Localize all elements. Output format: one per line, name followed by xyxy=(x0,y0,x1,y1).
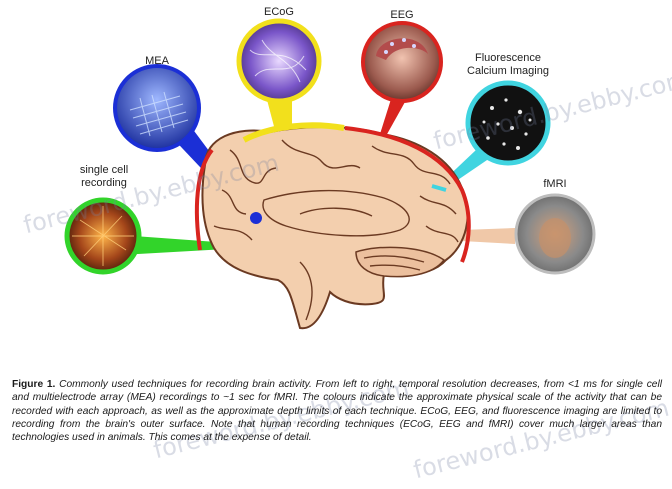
eeg-thumbnail xyxy=(361,21,443,103)
figure-caption: Figure 1. Commonly used techniques for r… xyxy=(12,378,662,444)
figure-number: Figure 1. xyxy=(12,379,56,390)
fmri-label: fMRI xyxy=(543,178,567,190)
fluorescence-thumbnail xyxy=(465,80,551,166)
caption-text: Commonly used techniques for recording b… xyxy=(12,379,662,444)
mea-label: MEA xyxy=(145,55,169,67)
recording-regions xyxy=(194,122,471,263)
mea-site-marker xyxy=(250,212,262,224)
fmri-thumbnail xyxy=(514,193,596,275)
single-cell-label: single cell recording xyxy=(79,164,129,189)
fluorescence-label: Fluorescence Calcium Imaging xyxy=(467,52,549,77)
eeg-label: EEG xyxy=(390,9,414,21)
brain-illustration xyxy=(201,126,469,330)
mea-thumbnail xyxy=(113,64,201,152)
ecog-thumbnail xyxy=(236,18,322,104)
brain-recording-diagram xyxy=(64,18,596,330)
ecog-label: ECoG xyxy=(264,6,294,18)
single-cell-thumbnail xyxy=(64,197,142,275)
